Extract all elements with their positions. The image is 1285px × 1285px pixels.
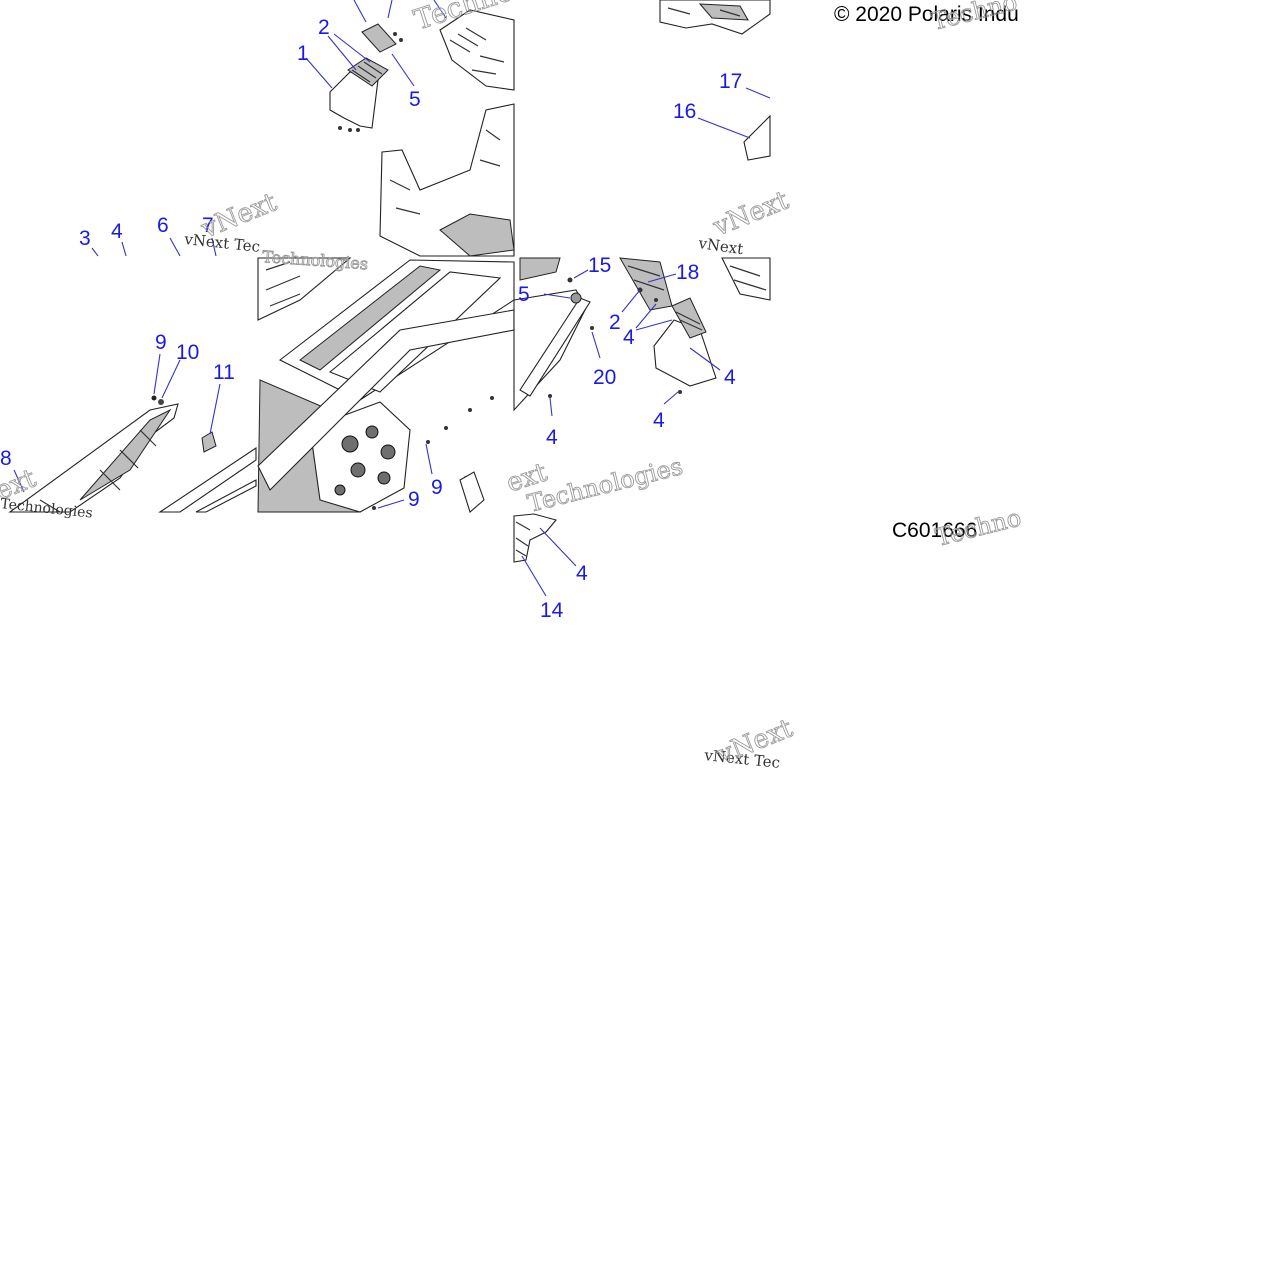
callout-14: 14	[540, 599, 564, 622]
tile-rear-frame: 2 1 5 Techno	[297, 0, 517, 257]
flap-part-16	[743, 114, 771, 161]
top-plate	[361, 23, 397, 53]
callout-4: 4	[653, 409, 665, 432]
figure-id: C601666	[892, 519, 977, 542]
tile-snowflap-bracket: 17 16 vNext vNext	[659, 0, 794, 258]
tile-front-bracket: 4 14	[513, 513, 588, 622]
tile-snowflap: 15 18 5 2 4 20 4 4 4	[513, 254, 771, 449]
fasteners	[372, 396, 494, 510]
fasteners	[338, 32, 403, 132]
callout-5: 2	[609, 311, 621, 334]
callout-3: 3	[79, 227, 91, 250]
callout-15: 18	[676, 261, 699, 284]
callout-20: 4	[724, 366, 736, 389]
plate-holes	[334, 425, 396, 496]
rear-bumper-frame	[439, 9, 515, 91]
callout-8: 8	[0, 447, 12, 470]
tile-tunnel: 9 9 ext Technologies Technologies	[257, 247, 686, 518]
callout-5: 5	[409, 88, 421, 111]
tile-side-rail: 3 4 6 7 vNext Tec vNext 9 10 11 8 ext Te…	[0, 187, 282, 522]
callout-6: 6	[157, 214, 169, 237]
front-bracket-part	[459, 471, 485, 513]
callout-1: 1	[297, 42, 309, 65]
tread-frame	[721, 257, 771, 301]
callout-2: 2	[318, 16, 330, 39]
callout-4: 20	[593, 366, 616, 389]
callout-16: 16	[673, 100, 696, 123]
washer-9	[151, 395, 157, 401]
callout-4: 9	[431, 476, 443, 499]
cooler-panel	[299, 265, 442, 371]
watermark: Technologies	[525, 452, 686, 518]
side-rail-part	[8, 403, 179, 513]
track-frame	[257, 257, 352, 321]
callout-4: 4	[111, 220, 123, 243]
callout-4: 4	[576, 562, 588, 585]
callout-9: 9	[155, 331, 167, 354]
callout-4: 9	[408, 488, 420, 511]
callout-17: 17	[719, 70, 742, 93]
bracket-part-14	[513, 513, 557, 563]
watermark: vNext	[708, 185, 793, 243]
callout-2: 4	[623, 326, 635, 349]
side-bracket-plate	[309, 401, 411, 513]
flap-part-20	[653, 319, 717, 387]
rail-tube	[158, 446, 257, 513]
callout-7: 7	[202, 214, 214, 237]
callout-10: 10	[176, 341, 199, 364]
callout-11: 11	[213, 361, 235, 384]
grommet	[570, 292, 582, 304]
nut-10	[158, 399, 164, 405]
watermark: Techno	[929, 0, 1020, 36]
callout-4: 4	[546, 426, 558, 449]
callout-18: 5	[518, 283, 530, 306]
cap-part-11	[201, 431, 217, 453]
copyright-notice: © 2020 Polaris Indu	[834, 3, 1019, 26]
callout-9: 15	[588, 254, 611, 277]
watermark: Techno	[933, 504, 1024, 552]
leader-1	[305, 57, 333, 89]
